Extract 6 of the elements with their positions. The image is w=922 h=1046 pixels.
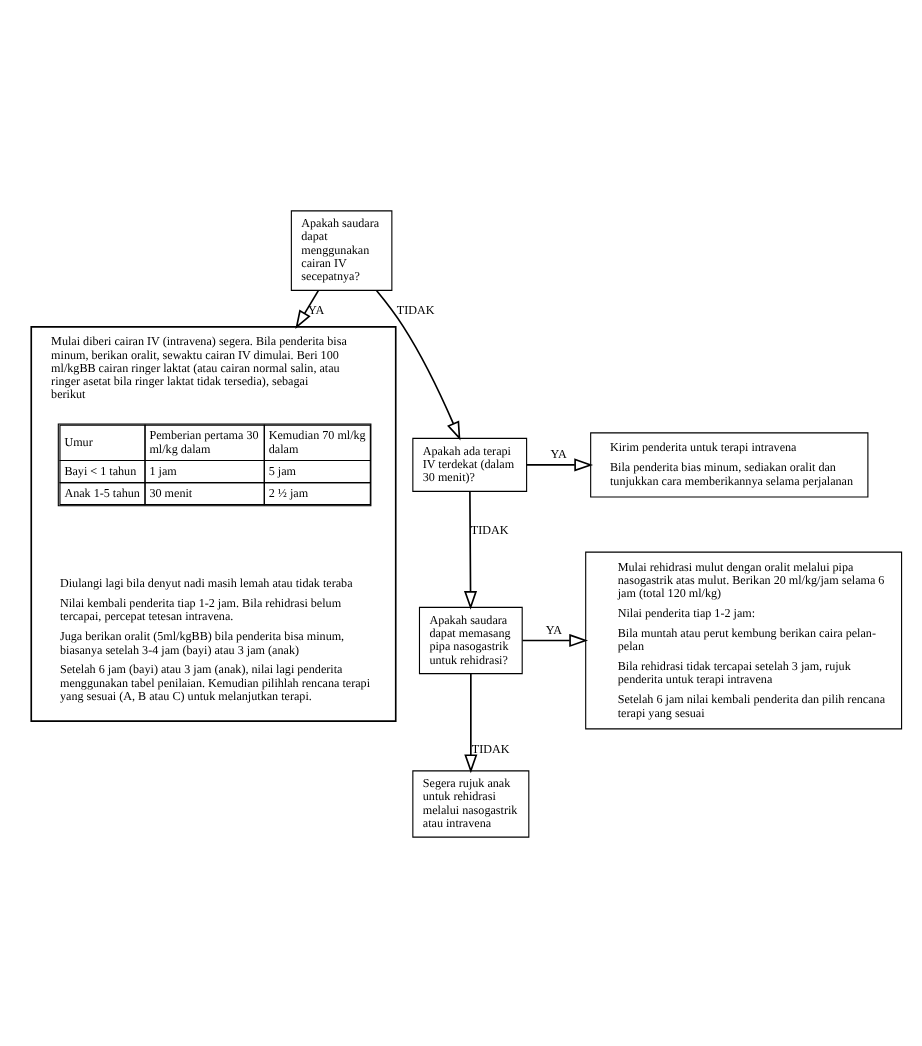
arrow	[294, 288, 319, 328]
arrow	[462, 489, 477, 609]
arrow	[463, 672, 477, 773]
arrow	[374, 288, 460, 440]
arrow	[524, 457, 593, 471]
arrow	[520, 632, 588, 647]
